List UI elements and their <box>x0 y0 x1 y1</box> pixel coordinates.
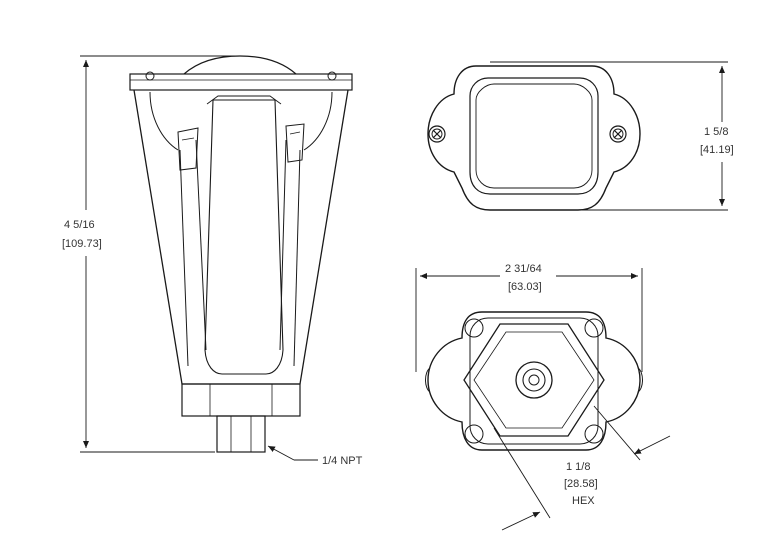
top-height-dimension: 1 5/8 [41.19] <box>490 61 734 211</box>
height-dimension: 4 5/16 [109.73] <box>62 55 236 453</box>
width-metric-label: [63.03] <box>508 281 542 293</box>
hex-fraction-label: 1 1/8 <box>566 461 590 473</box>
top-height-metric-label: [41.19] <box>700 144 734 156</box>
width-dimension: 2 31/64 [63.03] <box>415 263 643 372</box>
hex-label: HEX <box>572 495 595 507</box>
npt-leader: 1/4 NPT <box>267 445 363 467</box>
side-view <box>129 55 353 453</box>
screw-icon <box>609 125 627 143</box>
top-view <box>427 65 641 211</box>
port-icon <box>515 361 553 399</box>
hex-metric-label: [28.58] <box>564 478 598 490</box>
hex-dimension: 1 1/8 [28.58] HEX <box>493 405 671 531</box>
corner-boss <box>464 318 604 444</box>
height-metric-label: [109.73] <box>62 238 102 250</box>
top-height-fraction-label: 1 5/8 <box>704 126 728 138</box>
npt-label: 1/4 NPT <box>322 455 363 467</box>
bottom-view <box>425 311 643 451</box>
height-fraction-label: 4 5/16 <box>64 219 95 231</box>
screw-icon <box>428 125 446 143</box>
width-fraction-label: 2 31/64 <box>505 263 542 275</box>
